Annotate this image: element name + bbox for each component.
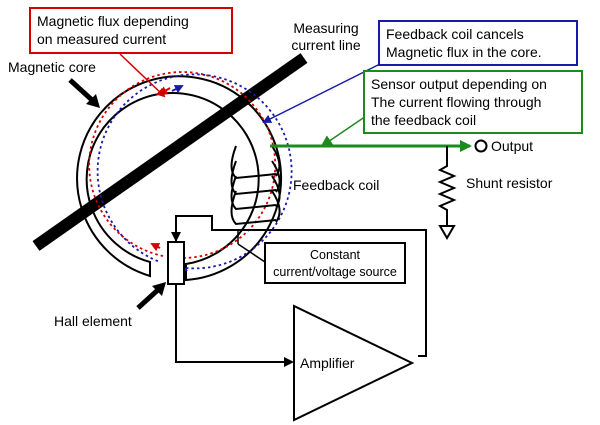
- sensor-output-callout-line-2: The current flowing through: [371, 94, 542, 110]
- sensor-output-callout-line-3: the feedback coil: [371, 112, 477, 128]
- magnetic-core: [76, 75, 283, 282]
- amplifier-label: Amplifier: [300, 355, 355, 371]
- feedback-flux-leader: [262, 63, 381, 123]
- feedback-coil-label: Feedback coil: [293, 177, 380, 193]
- magnetic-core-label: Magnetic core: [8, 59, 96, 75]
- hall-element-label: Hall element: [54, 313, 132, 329]
- measured-flux-path: [88, 71, 277, 259]
- constant-source-box: Constant current/voltage source: [264, 242, 406, 284]
- feedback-flux-callout-line-1: Feedback coil cancels: [386, 26, 524, 42]
- measuring-line-label: Measuring current line: [282, 20, 370, 54]
- shunt-resistor-label: Shunt resistor: [466, 175, 553, 191]
- measured-flux-leader: [119, 53, 166, 98]
- hall-element-pointer: [136, 286, 162, 310]
- output-label: Output: [491, 138, 534, 154]
- source-label-line-1: Constant: [309, 248, 361, 262]
- source-wire: [175, 215, 427, 357]
- magnetic-core-pointer: [68, 78, 94, 102]
- sensor-output-callout: Sensor output depending on The current f…: [363, 70, 583, 134]
- feedback-flux-callout: Feedback coil cancels Magnetic flux in t…: [378, 20, 578, 66]
- measured-flux-callout: Magnetic flux depending on measured curr…: [29, 7, 233, 54]
- measured-flux-callout-line-2: on measured current: [37, 31, 167, 47]
- source-leader: [237, 243, 269, 265]
- measuring-line-label-2: current line: [291, 37, 361, 53]
- measured-flux-gap-arrow: [150, 243, 161, 252]
- feedback-flux-arrow: [171, 85, 184, 94]
- output-terminal: [474, 139, 488, 153]
- hall-to-amplifier-wire: [175, 284, 284, 363]
- amplifier-symbol: [293, 304, 415, 422]
- measuring-current-line: [32, 53, 308, 251]
- feedback-flux-path: [96, 73, 293, 270]
- ground-symbol: [438, 225, 456, 240]
- feedback-flux-callout-line-2: Magnetic flux in the core.: [386, 44, 542, 60]
- measuring-line-label-1: Measuring: [293, 20, 359, 36]
- magnetic-core-pointer-head: [86, 94, 100, 108]
- hall-element-pointer-head: [152, 282, 166, 296]
- sensor-output-callout-line-1: Sensor output depending on: [371, 76, 547, 92]
- hall-element: [167, 241, 185, 285]
- source-label-line-2: current/voltage source: [273, 265, 397, 279]
- measured-flux-callout-line-1: Magnetic flux depending: [37, 13, 189, 29]
- shunt-resistor: [437, 146, 457, 226]
- feedback-coil: [230, 145, 281, 226]
